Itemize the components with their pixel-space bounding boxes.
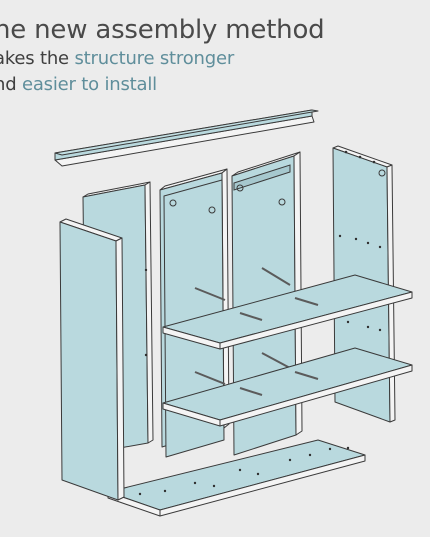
top-panel bbox=[54, 109, 319, 167]
upper-shelf bbox=[162, 274, 413, 350]
headline: he new assembly method akes the structur… bbox=[0, 14, 325, 98]
highlight-structure-stronger: structure stronger bbox=[74, 48, 235, 69]
headline-line2-prefix: akes the bbox=[0, 48, 75, 69]
headline-line3: nd easier to install bbox=[0, 72, 324, 98]
bottom-panel-holes bbox=[138, 446, 350, 496]
headline-line3-prefix: nd bbox=[0, 74, 17, 95]
lower-shelf bbox=[162, 347, 413, 427]
left-side-panel bbox=[59, 218, 125, 501]
bottom-panel bbox=[107, 439, 366, 517]
highlight-easier-to-install: easier to install bbox=[21, 74, 157, 95]
headline-line1: he new assembly method bbox=[0, 15, 325, 45]
headline-line2: akes the structure stronger bbox=[0, 46, 324, 72]
